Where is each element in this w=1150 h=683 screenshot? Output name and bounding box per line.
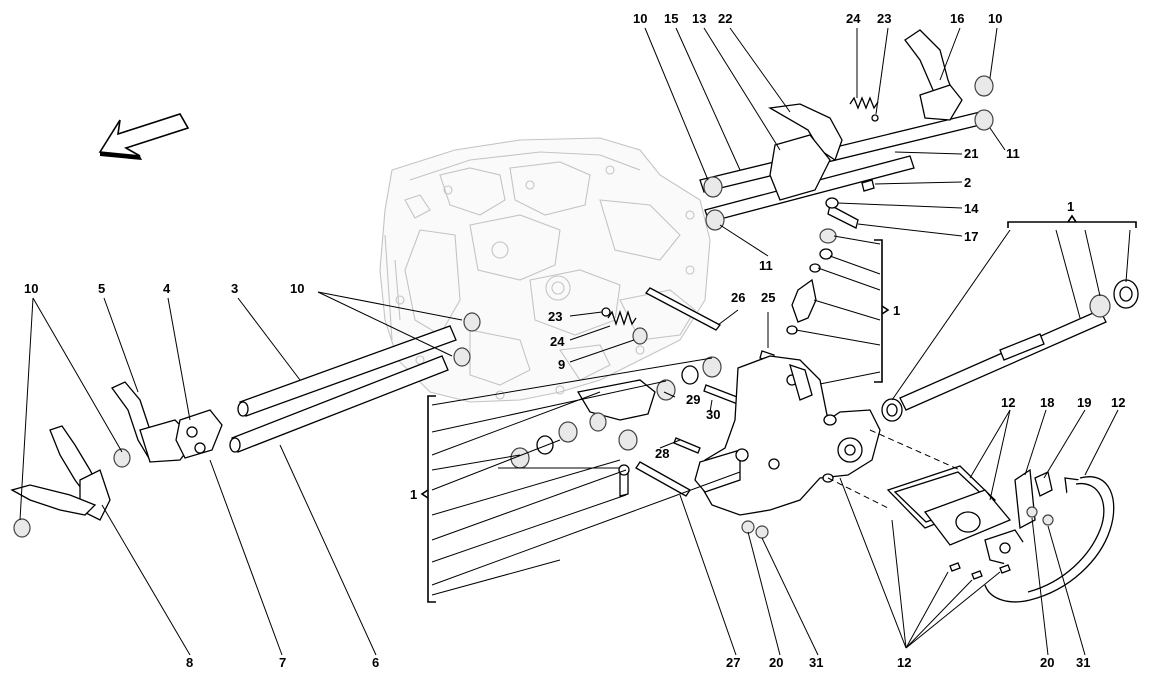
callout-label-12: 12	[1001, 395, 1015, 410]
callout-label-5: 5	[98, 281, 105, 296]
gearbox-casing-outline	[379, 137, 711, 403]
callout-label-1: 1	[410, 487, 417, 502]
callout-label-15: 15	[664, 11, 678, 26]
actuator-assembly	[510, 228, 881, 539]
callout-label-13: 13	[692, 11, 706, 26]
callout-label-23: 23	[877, 11, 891, 26]
callout-label-28: 28	[655, 446, 669, 461]
callout-label-10: 10	[290, 281, 304, 296]
upper-fork-assembly	[699, 29, 994, 231]
callout-label-30: 30	[706, 407, 720, 422]
callout-label-10: 10	[988, 11, 1002, 26]
callout-label-2: 2	[964, 175, 971, 190]
callout-label-3: 3	[231, 281, 238, 296]
callout-label-27: 27	[726, 655, 740, 670]
callout-label-25: 25	[761, 290, 775, 305]
callout-label-10: 10	[633, 11, 647, 26]
callout-label-11: 11	[1006, 146, 1020, 161]
callout-label-31: 31	[809, 655, 823, 670]
callout-label-1: 1	[893, 303, 900, 318]
callout-labels: 10 5 4 3 10 8 7 6 1 23 24 9 26 25 29 30 …	[24, 11, 1125, 670]
callout-label-26: 26	[731, 290, 745, 305]
callout-label-16: 16	[950, 11, 964, 26]
callout-label-14: 14	[964, 201, 979, 216]
left-shaft-assembly	[10, 312, 481, 538]
callout-label-6: 6	[372, 655, 379, 670]
callout-label-21: 21	[964, 146, 978, 161]
callout-label-11: 11	[759, 258, 773, 273]
callout-label-19: 19	[1077, 395, 1091, 410]
callout-label-24: 24	[846, 11, 861, 26]
leader-lines	[19, 27, 1131, 656]
cover-and-sensor-group	[886, 465, 1115, 603]
callout-label-12: 12	[1111, 395, 1125, 410]
callout-label-10: 10	[24, 281, 38, 296]
callout-label-23: 23	[548, 309, 562, 324]
callout-label-4: 4	[163, 281, 171, 296]
callout-label-18: 18	[1040, 395, 1054, 410]
callout-label-7: 7	[279, 655, 286, 670]
callout-label-12: 12	[897, 655, 911, 670]
callout-label-29: 29	[686, 392, 700, 407]
callout-label-20: 20	[769, 655, 783, 670]
grouping-brackets	[420, 214, 1137, 603]
callout-label-9: 9	[558, 357, 565, 372]
callout-label-8: 8	[186, 655, 193, 670]
direction-arrow-icon	[98, 113, 190, 160]
callout-label-31: 31	[1076, 655, 1090, 670]
callout-label-17: 17	[964, 229, 978, 244]
callout-label-24: 24	[550, 334, 565, 349]
right-output-shaft	[881, 279, 1139, 422]
callout-label-20: 20	[1040, 655, 1054, 670]
callout-label-22: 22	[718, 11, 732, 26]
callout-label-1: 1	[1067, 199, 1074, 214]
